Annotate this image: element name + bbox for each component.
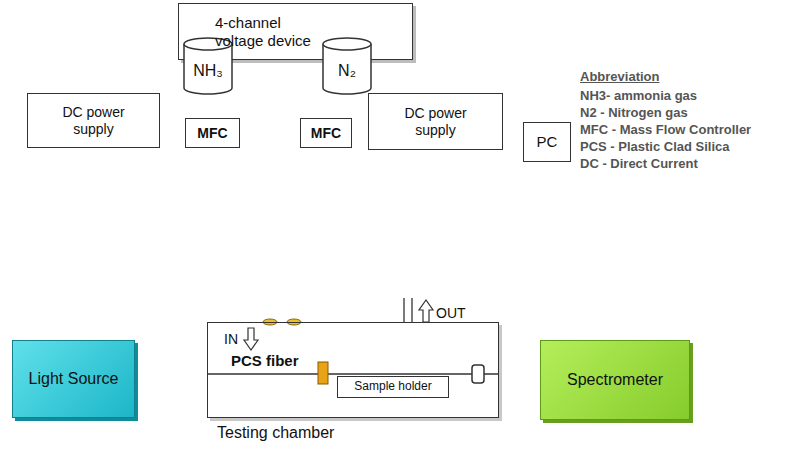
mfc-box: MFC [300, 118, 352, 148]
node-label: MFC [197, 125, 227, 141]
power-supply-box: DC power supply [27, 93, 160, 148]
node-label: 4-channel voltage device [215, 14, 327, 49]
node-label: MFC [311, 125, 341, 141]
mfc-box: MFC [185, 118, 240, 148]
abbreviation-item: NH3- ammonia gas [580, 89, 697, 104]
legend-heading: Abbreviation [580, 70, 659, 85]
abbreviation-item: PCS - Plastic Clad Silica [580, 140, 730, 155]
node-label: DC power supply [54, 104, 134, 136]
outlet-tube [411, 298, 412, 322]
chamber-outline [207, 322, 499, 418]
sample [318, 362, 328, 384]
fiber-coupler [472, 365, 484, 383]
fiber-label: PCS fiber [231, 352, 299, 369]
pc-box: PC [523, 122, 571, 162]
out-arrow [419, 300, 433, 322]
node-label: Spectrometer [567, 371, 663, 389]
sample-holder-box: Sample holder [337, 376, 449, 398]
fiber-line [484, 373, 499, 375]
flow-label: IN [224, 331, 238, 347]
node-label: NH₃ [193, 62, 223, 80]
spectrometer-box: Spectrometer [540, 340, 690, 420]
node-label: DC power supply [396, 105, 476, 137]
node-label: Sample holder [354, 380, 431, 394]
power-supply-box: DC power supply [368, 93, 503, 150]
node-label: PC [537, 133, 558, 150]
node-label: Light Source [29, 370, 119, 388]
flow-label: OUT [436, 305, 466, 321]
abbreviation-item: MFC - Mass Flow Controller [580, 123, 751, 138]
light-source-box: Light Source [12, 340, 135, 418]
outlet-tube [403, 298, 404, 322]
chamber-caption: Testing chamber [217, 424, 334, 442]
abbreviation-item: DC - Direct Current [580, 157, 698, 172]
gas-cylinder: N₂ [322, 37, 372, 95]
testing-chamber: PCS fiberTesting chamber Sample holder [207, 322, 499, 446]
fiber-line [207, 373, 472, 375]
abbreviation-item: N2 - Nitrogen gas [580, 106, 688, 121]
node-label: N₂ [338, 62, 356, 80]
in-arrow [244, 328, 258, 350]
